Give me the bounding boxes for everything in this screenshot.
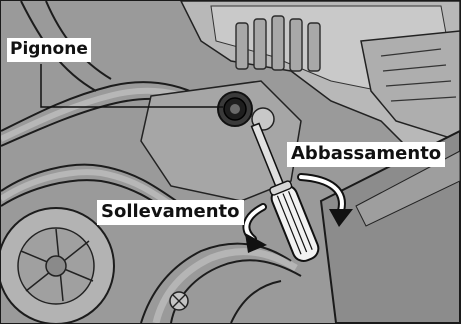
lower-direction-label: Abbassamento [287,142,445,167]
pinion-label: Pignone [7,38,91,62]
raise-direction-label: Sollevamento [97,200,244,225]
